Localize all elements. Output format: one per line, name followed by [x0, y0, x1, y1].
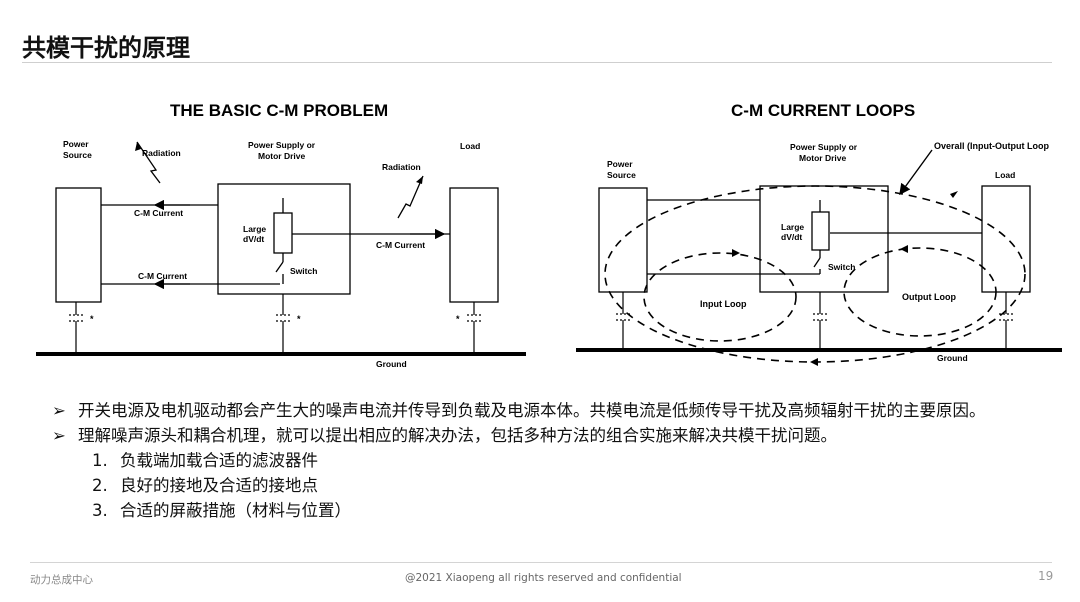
ground-capacitor: *	[276, 294, 301, 354]
large-dvdt-label: dV/dt	[781, 232, 802, 242]
power-source-label: Source	[607, 170, 636, 180]
left-diagram-title: THE BASIC C-M PROBLEM	[170, 101, 389, 120]
psu-label: Power Supply or	[790, 142, 858, 152]
ground-label: Ground	[937, 353, 968, 363]
resistor-symbol	[811, 211, 830, 251]
bullet-list: ➢ 开关电源及电机驱动都会产生大的噪声电流并传导到负载及电源本体。共模电流是低频…	[52, 398, 1042, 523]
power-source-label: Power	[607, 159, 633, 169]
output-loop-label: Output Loop	[902, 292, 956, 302]
cm-current-loops-svg: Power Source Power Supply or Motor Drive…	[576, 141, 1062, 366]
switch-symbol	[813, 257, 821, 268]
cm-current-label: C-M Current	[376, 240, 425, 250]
radiation-zigzag	[397, 175, 424, 219]
bullet-item: ➢ 开关电源及电机驱动都会产生大的噪声电流并传导到负载及电源本体。共模电流是低频…	[52, 398, 1042, 423]
radiation-zigzag	[136, 141, 161, 184]
switch-label: Switch	[290, 266, 317, 276]
numbered-item: 2. 良好的接地及合适的接地点	[52, 473, 1042, 498]
item-text: 良好的接地及合适的接地点	[120, 476, 318, 495]
psu-label: Motor Drive	[258, 151, 306, 161]
cm-current-label: C-M Current	[138, 271, 187, 281]
power-source-box	[55, 187, 102, 303]
bullet-item: ➢ 理解噪声源头和耦合机理，就可以提出相应的解决办法，包括多种方法的组合实施来解…	[52, 423, 1042, 448]
svg-text:*: *	[456, 314, 460, 324]
input-loop	[643, 252, 797, 342]
radiation-label: Radiation	[142, 148, 181, 158]
numbered-item: 3. 合适的屏蔽措施（材料与位置）	[52, 498, 1042, 523]
input-loop-label: Input Loop	[700, 299, 747, 309]
bullet-text: 开关电源及电机驱动都会产生大的噪声电流并传导到负载及电源本体。共模电流是低频传导…	[78, 401, 986, 420]
page-number: 19	[1038, 569, 1054, 583]
item-number: 3.	[92, 501, 108, 520]
ground-capacitor	[999, 292, 1013, 350]
svg-text:*: *	[90, 314, 94, 324]
ground-capacitor	[813, 292, 827, 350]
arrow-bullet-icon: ➢	[52, 401, 66, 420]
large-dvdt-label: Large	[781, 222, 804, 232]
ground-capacitor	[616, 292, 630, 350]
basic-cm-problem-diagram: Power Source Radiation Power Supply or M…	[30, 92, 530, 382]
numbered-item: 1. 负载端加载合适的滤波器件	[52, 448, 1042, 473]
cm-current-loops-diagram: Power Source Power Supply or Motor Drive…	[570, 92, 1070, 382]
item-number: 1.	[92, 451, 108, 470]
load-box	[449, 187, 499, 303]
footer-department: 动力总成中心	[30, 574, 93, 586]
psu-label: Motor Drive	[799, 153, 847, 163]
item-text: 合适的屏蔽措施（材料与位置）	[120, 501, 351, 520]
item-text: 负载端加载合适的滤波器件	[120, 451, 318, 470]
svg-text:*: *	[297, 314, 301, 324]
bullet-text: 理解噪声源头和耦合机理，就可以提出相应的解决办法，包括多种方法的组合实施来解决共…	[78, 426, 837, 445]
item-number: 2.	[92, 476, 108, 495]
ground-capacitor: *	[456, 302, 481, 354]
title-divider	[22, 62, 1052, 63]
switch-symbol	[275, 261, 284, 273]
resistor-symbol	[273, 212, 293, 254]
overall-loop-label: Overall (Input-Output Loop	[934, 141, 1049, 151]
basic-cm-problem-svg: Power Source Radiation Power Supply or M…	[36, 139, 526, 369]
large-dvdt-label: Large	[243, 224, 266, 234]
footer-divider	[30, 562, 1052, 563]
large-dvdt-label: dV/dt	[243, 234, 264, 244]
power-source-label: Power	[63, 139, 89, 149]
right-diagram-title: C-M CURRENT LOOPS	[731, 101, 916, 120]
load-label: Load	[460, 141, 480, 151]
output-loop	[843, 247, 997, 337]
power-source-box	[598, 187, 648, 293]
load-label: Load	[995, 170, 1015, 180]
slide-title: 共模干扰的原理	[22, 34, 190, 62]
arrow-bullet-icon: ➢	[52, 426, 66, 445]
radiation-label: Radiation	[382, 162, 421, 172]
cm-current-label: C-M Current	[134, 208, 183, 218]
ground-label: Ground	[376, 359, 407, 369]
ground-capacitor: *	[69, 302, 94, 354]
power-source-label: Source	[63, 150, 92, 160]
psu-label: Power Supply or	[248, 140, 316, 150]
switch-label: Switch	[828, 262, 855, 272]
footer-copyright: @2021 Xiaopeng all rights reserved and c…	[405, 572, 682, 584]
load-box	[981, 185, 1031, 293]
